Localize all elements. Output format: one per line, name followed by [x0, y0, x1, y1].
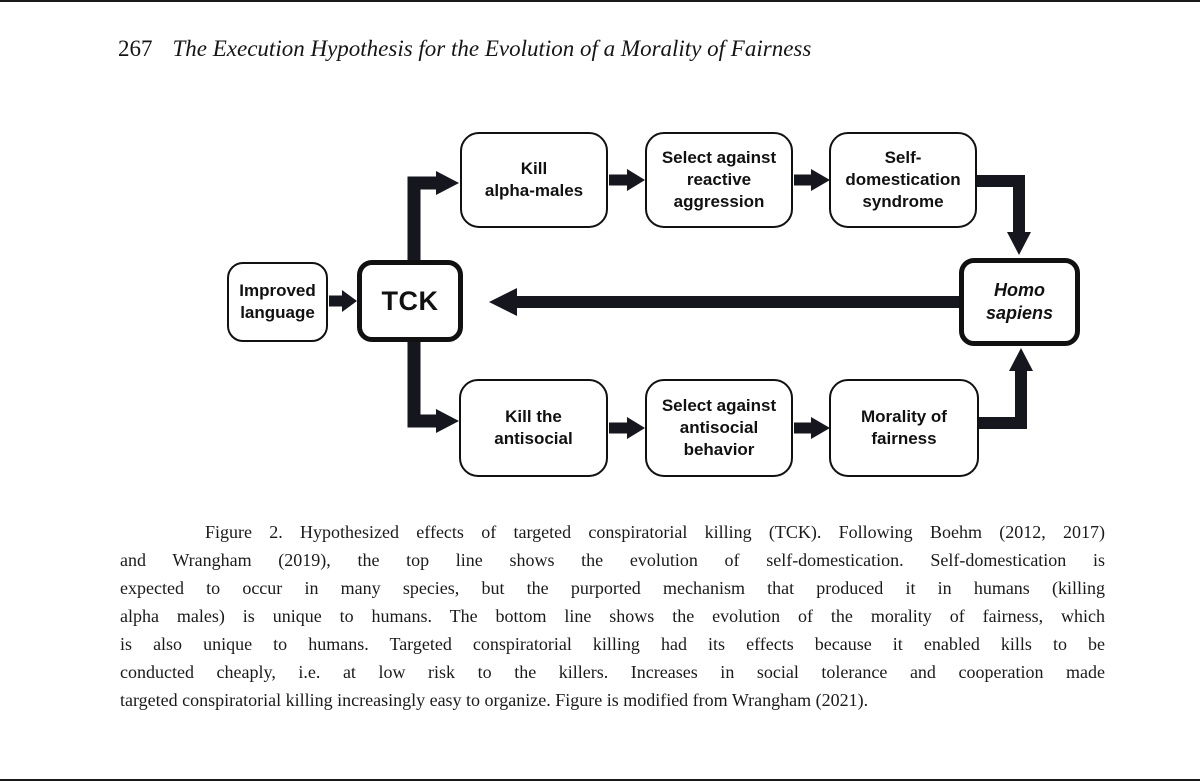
node-label-line: language [240, 303, 315, 322]
node-morality-of-fairness: Morality of fairness [829, 379, 979, 477]
node-label-line: Kill [520, 159, 548, 179]
arrow-kill-alpha-to-select-reactive [609, 169, 645, 191]
node-homo-sapiens: Homo sapiens [959, 258, 1080, 346]
node-tck: TCK [357, 260, 463, 342]
node-label-line: reactive [686, 170, 752, 190]
node-label-line: antisocial [494, 429, 573, 448]
caption-line: alpha males) is unique to humans. The bo… [120, 606, 1105, 626]
node-improved-language: Improved language [227, 262, 328, 342]
node-label-line: antisocial [679, 418, 759, 438]
node-label-line: domestication [845, 170, 961, 190]
node-select-against-reactive-aggression: Select against reactive aggression [645, 132, 793, 228]
running-title: The Execution Hypothesis for the Evoluti… [172, 36, 812, 61]
node-label-line: Morality of [861, 407, 947, 427]
node-label-line: Homo [994, 279, 1045, 300]
node-label-line: aggression [673, 191, 765, 211]
caption-line: expected to occur in many species, but t… [120, 578, 1105, 598]
node-label-line: sapiens [985, 303, 1054, 323]
node-kill-the-antisocial: Kill the antisocial [459, 379, 608, 477]
arrow-tck-to-kill-alpha-males [407, 171, 459, 295]
caption-line: targeted conspiratorial killing increasi… [120, 690, 869, 710]
arrow-improved-language-to-tck [329, 290, 357, 312]
node-label-line: Select against [661, 148, 777, 168]
arrow-morality-to-homo-sapiens [977, 348, 1033, 429]
node-label-line: fairness [871, 429, 937, 448]
node-label-line: Select against [661, 396, 777, 416]
top-rule [0, 0, 1200, 2]
arrow-tck-to-kill-the-antisocial [407, 310, 459, 433]
caption-line: and Wrangham (2019), the top line shows … [120, 550, 1105, 570]
arrow-select-antisocial-to-morality [794, 417, 830, 439]
arrow-self-domestication-to-homo-sapiens [975, 175, 1031, 255]
node-label-line: Improved [239, 281, 316, 301]
caption-line: Figure 2. Hypothesized effects of target… [205, 522, 1105, 542]
node-self-domestication-syndrome: Self- domestication syndrome [829, 132, 977, 228]
arrow-kill-antisocial-to-select-antisocial [609, 417, 645, 439]
node-label-line: behavior [683, 439, 755, 459]
node-kill-alpha-males: Kill alpha-males [460, 132, 608, 228]
page-number: 267 [118, 36, 153, 61]
node-label-line: syndrome [862, 191, 944, 211]
bottom-rule [0, 779, 1200, 781]
arrow-homo-sapiens-to-tck [489, 288, 962, 316]
node-label-line: Kill the [505, 407, 562, 427]
node-label-line: Self- [884, 148, 922, 168]
caption-line: conducted cheaply, i.e. at low risk to t… [120, 662, 1105, 682]
node-label-line: alpha-males [484, 181, 584, 200]
figure-caption: Figure 2. Hypothesized effects of target… [120, 518, 1105, 714]
arrow-select-reactive-to-self-domestication [794, 169, 830, 191]
node-label-line: TCK [381, 285, 439, 316]
running-head: 267 The Execution Hypothesis for the Evol… [118, 36, 811, 62]
caption-line: is also unique to humans. Targeted consp… [120, 634, 1105, 654]
node-select-against-antisocial-behavior: Select against antisocial behavior [645, 379, 793, 477]
